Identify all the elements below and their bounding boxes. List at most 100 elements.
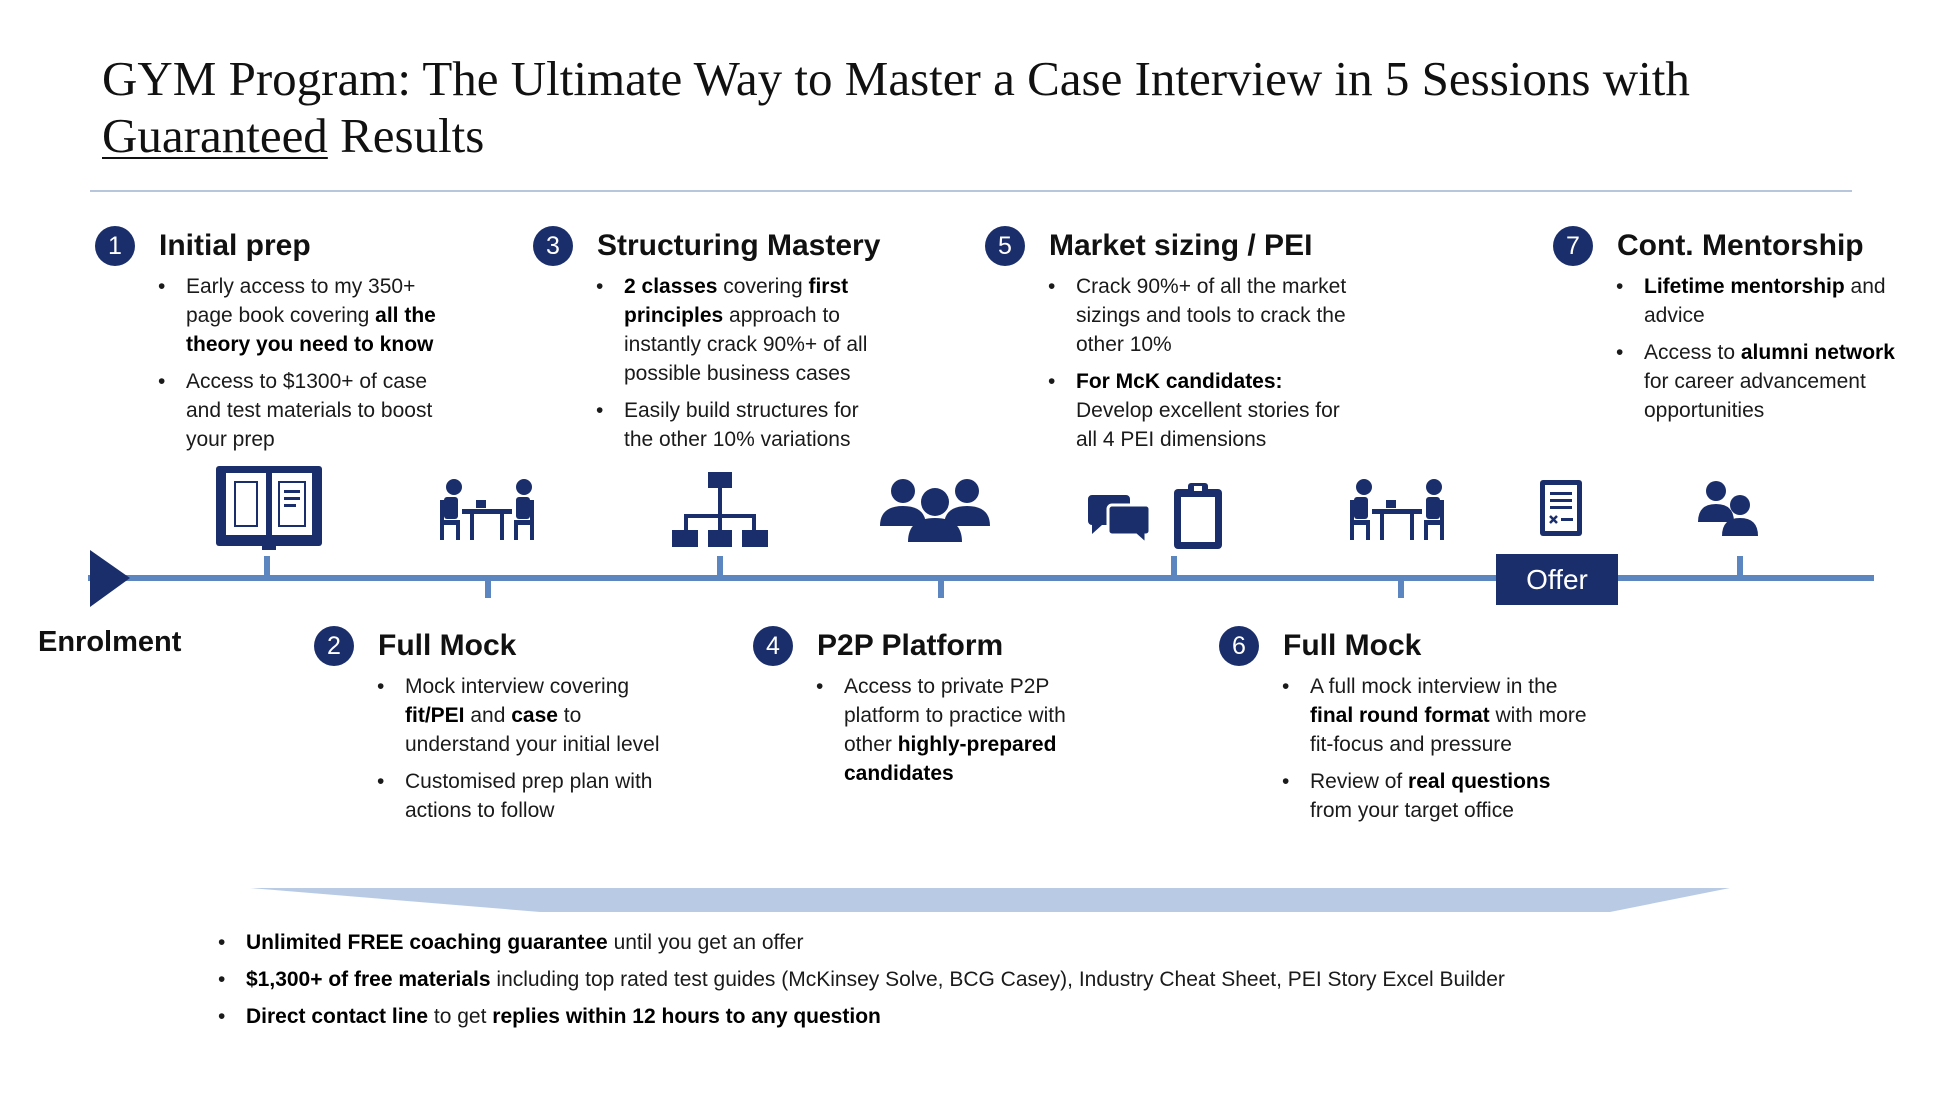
step-number-badge: 2 (314, 626, 354, 666)
bullet-item: Customised prep plan with actions to fol… (377, 767, 684, 825)
bullet-item: Unlimited FREE coaching guarantee until … (218, 924, 1505, 961)
step-3: 3 Structuring Mastery 2 classes covering … (533, 224, 893, 462)
timeline-axis (88, 575, 1874, 581)
step-number-badge: 1 (95, 226, 135, 266)
bullet-text: from your target office (1310, 799, 1514, 822)
timeline-start-arrow (90, 550, 130, 607)
bullet-item: Mock interview covering fit/PEI and case… (377, 672, 684, 759)
step-5: 5 Market sizing / PEI Crack 90%+ of all t… (985, 224, 1355, 462)
bullet-text: including top rated test guides (McKinse… (490, 968, 1505, 991)
bullet-bold-text: Direct contact line (246, 1005, 429, 1028)
step-title: Initial prep (159, 229, 311, 262)
tick-5 (1171, 556, 1177, 578)
bullet-bold-text: case (511, 704, 558, 727)
benefits-list: Unlimited FREE coaching guarantee until … (218, 924, 1505, 1035)
document-icon (1540, 480, 1582, 536)
bullet-bold-text: real questions (1408, 770, 1551, 793)
step-4: 4 P2P Platform Access to private P2P plat… (753, 624, 1113, 796)
bullet-text: Early access to my 350+ page book coveri… (186, 275, 416, 327)
bullet-bold-text: final round format (1310, 704, 1490, 727)
step-title: Market sizing / PEI (1049, 229, 1313, 262)
bullet-text: Review of (1310, 770, 1409, 793)
open-book-icon (216, 466, 322, 550)
step-6: 6 Full Mock A full mock interview in the … (1219, 624, 1589, 833)
bullet-text: covering (717, 275, 809, 298)
step-1: 1 Initial prep Early access to my 350+ pa… (95, 224, 465, 462)
bullet-text: A full mock interview in the (1310, 675, 1558, 698)
step-number-badge: 4 (753, 626, 793, 666)
bullet-item: Direct contact line to get replies withi… (218, 998, 1505, 1035)
bullet-item: Early access to my 350+ page book coveri… (158, 272, 465, 359)
bullet-text: and advice (1644, 275, 1886, 327)
bullet-bold-text: first principles (624, 275, 849, 327)
tick-1 (264, 556, 270, 578)
mentor-icon (1698, 481, 1758, 536)
title-divider (90, 190, 1852, 192)
bullet-bold-text: highly-prepared candidates (844, 733, 1057, 785)
step-2: 2 Full Mock Mock interview covering fit/P… (314, 624, 684, 833)
title-line1: GYM Program: The Ultimate Way to Master … (102, 51, 1690, 106)
step-number-badge: 5 (985, 226, 1025, 266)
bullet-item: Lifetime mentorship and advice (1616, 272, 1913, 330)
benefits-funnel-bar (250, 888, 1730, 912)
bullet-text: with more fit-focus and pressure (1310, 704, 1587, 756)
bullet-text: Access to private P2P platform to practi… (844, 675, 1066, 756)
step-bullets: Mock interview covering fit/PEI and case… (314, 672, 684, 825)
bullet-item: Easily build structures for the other 10… (596, 396, 893, 454)
chat-clipboard-icon (1088, 483, 1222, 549)
bullet-item: Access to alumni network for career adva… (1616, 338, 1913, 425)
group-icon (880, 479, 990, 542)
offer-label: Offer (1496, 554, 1618, 605)
tick-2 (485, 578, 491, 598)
step-7: 7 Cont. Mentorship Lifetime mentorship an… (1553, 224, 1913, 433)
step-title: Structuring Mastery (597, 229, 881, 262)
bullet-item: For McK candidates: Develop excellent st… (1048, 367, 1355, 454)
step-bullets: Crack 90%+ of all the market sizings and… (985, 272, 1355, 454)
bullet-text: Customised prep plan with actions to fol… (405, 770, 653, 822)
tick-7 (1737, 556, 1743, 578)
step-number-badge: 3 (533, 226, 573, 266)
bullet-text: Mock interview covering (405, 675, 630, 698)
step-bullets: Lifetime mentorship and adviceAccess to … (1553, 272, 1913, 425)
bullet-item: 2 classes covering first principles appr… (596, 272, 893, 388)
step-title: Cont. Mentorship (1617, 229, 1864, 262)
bullet-bold-text: Unlimited FREE coaching guarantee (246, 931, 608, 954)
bullet-item: $1,300+ of free materials including top … (218, 961, 1505, 998)
bullet-text: Easily build structures for the other 10… (624, 399, 859, 451)
bullet-item: Crack 90%+ of all the market sizings and… (1048, 272, 1355, 359)
step-bullets: A full mock interview in the final round… (1219, 672, 1589, 825)
title-rest: Results (327, 108, 485, 163)
timeline-ticks (264, 556, 1743, 598)
enrolment-label: Enrolment (38, 626, 182, 658)
org-chart-icon (672, 472, 768, 547)
step-bullets: Access to private P2P platform to practi… (753, 672, 1113, 788)
step-title: Full Mock (1283, 629, 1422, 662)
step-number-badge: 6 (1219, 626, 1259, 666)
bullet-text: for career advancement opportunities (1644, 370, 1866, 422)
bullet-bold-text: $1,300+ of free materials (246, 968, 491, 991)
bullet-item: Access to private P2P platform to practi… (816, 672, 1113, 788)
step-number-badge: 7 (1553, 226, 1593, 266)
bullet-bold-text: replies within 12 hours to any question (492, 1005, 881, 1028)
tick-6 (1398, 578, 1404, 598)
tick-3 (717, 556, 723, 578)
bullet-text: Access to (1644, 341, 1741, 364)
page-title: GYM Program: The Ultimate Way to Master … (102, 50, 1882, 164)
bullet-text: Crack 90%+ of all the market sizings and… (1076, 275, 1347, 356)
bullet-text: Develop excellent stories for all 4 PEI … (1076, 399, 1340, 451)
tick-4 (938, 578, 944, 598)
step-title: P2P Platform (817, 629, 1004, 662)
bullet-item: Access to $1300+ of case and test materi… (158, 367, 465, 454)
interview-table-icon-1 (440, 479, 534, 540)
bullet-bold-text: alumni network (1740, 341, 1895, 364)
bullet-bold-text: all the theory you need to know (186, 304, 436, 356)
bullet-text: Access to $1300+ of case and test materi… (186, 370, 433, 451)
step-bullets: Early access to my 350+ page book coveri… (95, 272, 465, 454)
bullet-text: to understand your initial level (405, 704, 660, 756)
step-title: Full Mock (378, 629, 517, 662)
bullet-bold-text: For McK candidates: (1076, 370, 1283, 393)
bullet-text: and (464, 704, 512, 727)
step-bullets: 2 classes covering first principles appr… (533, 272, 893, 454)
interview-table-icon-2 (1350, 479, 1444, 540)
